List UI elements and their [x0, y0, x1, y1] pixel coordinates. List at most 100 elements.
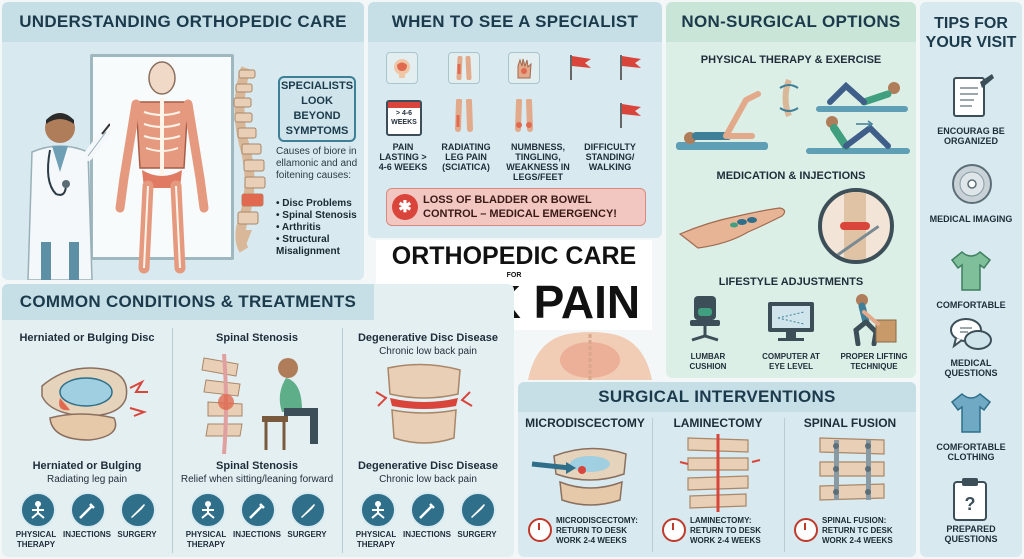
clock-icon [794, 518, 818, 542]
calendar-label: > 4-6 WEEKS [391, 110, 417, 126]
causes-list: • Disc Problems • Spinal Stenosis • Arth… [276, 198, 362, 258]
clock-icon [662, 518, 686, 542]
doctor-figure [27, 113, 110, 280]
microdiscectomy-illustration [531, 447, 627, 506]
life-item: LUMBAR CUSHION [689, 352, 727, 371]
legs-icon [448, 52, 480, 84]
life-heading: LIFESTYLE ADJUSTMENTS [718, 276, 864, 288]
shirt-icon [950, 393, 992, 433]
treatment-label: INJECTIONS [402, 530, 451, 539]
legs-icon [448, 98, 480, 134]
stenosis-spine-illustration [201, 354, 243, 454]
condition-heading: Herniated or Bulging Disc [19, 332, 155, 344]
condition-subhead: Chronic low back pain [379, 346, 477, 357]
surgery-icon [120, 492, 156, 528]
exercise-mat [676, 142, 768, 150]
leg-raise-figure [684, 91, 761, 144]
conditions-panel: COMMON CONDITIONS & TREATMENTS Herniated… [2, 284, 514, 557]
title-for: FOR [506, 272, 522, 279]
treatment-label: INJECTIONS [232, 530, 281, 539]
calendar-icon: > 4-6 WEEKS [386, 100, 422, 136]
specialist-item: PAIN LASTING > 4-6 WEEKS [378, 142, 428, 172]
svg-text:?: ? [965, 494, 976, 514]
treatment-label: PHYSICAL THERAPY [185, 530, 227, 549]
nonsurgical-panel: NON-SURGICAL OPTIONS PHYSICAL THERAPY & … [666, 2, 916, 378]
cause-item: • Arthritis [276, 222, 321, 233]
condition-desc: Relief when sitting/leaning forward [180, 474, 334, 485]
back-illustration [528, 332, 652, 380]
exercise-mat [816, 106, 908, 112]
treatment-label: SURGERY [117, 530, 157, 539]
chair-icon [690, 296, 720, 342]
exercise-mat [806, 148, 910, 154]
head-icon [386, 52, 418, 84]
spinal-fusion-illustration [819, 437, 885, 501]
physical-therapy-icon [190, 492, 226, 528]
injection-magnifier [818, 188, 894, 264]
nonsurgical-title: NON-SURGICAL OPTIONS [666, 2, 916, 42]
specialist-item: RADIATING LEG PAIN (SCIATICA) [441, 142, 491, 172]
condition-desc: Chronic low back pain [379, 474, 477, 485]
spine-mini-icon [779, 78, 799, 118]
treatment-label: SURGERY [457, 530, 497, 539]
specialist-title: WHEN TO SEE A SPECIALIST [368, 2, 662, 42]
recovery-text: SPINAL FUSION: RETURN TC DESK WORK 2-4 W… [822, 516, 893, 545]
tip-item: MEDICAL IMAGING [929, 214, 1013, 224]
column-divider [652, 418, 653, 552]
life-item: COMPUTER AT EYE LEVEL [762, 352, 820, 371]
understanding-title: UNDERSTANDING ORTHOPEDIC CARE [2, 2, 364, 42]
condition-desc: Radiating leg pain [46, 474, 128, 485]
condition-name: Spinal Stenosis [216, 460, 298, 472]
condition-heading: Spinal Stenosis [216, 332, 298, 344]
surgery-icon [290, 492, 326, 528]
treatment-label: INJECTIONS [62, 530, 111, 539]
skeleton-figure [115, 61, 209, 274]
condition-heading: Degenerative Disc Disease [357, 332, 499, 344]
procedure-name: MICRODISCECTOMY [525, 416, 645, 430]
clipboard-icon: ? [953, 478, 987, 521]
hand-pills-illustration [678, 207, 786, 249]
tip-item: MEDICAL QUESTIONS [944, 358, 998, 378]
surgical-panel: SURGICAL INTERVENTIONS MICRODISCECTOMY M… [518, 382, 916, 557]
injection-icon [410, 492, 446, 528]
hand-icon [508, 52, 540, 84]
red-flag-icon [614, 52, 646, 82]
herniated-disc-illustration [41, 367, 148, 441]
injection-icon [240, 492, 276, 528]
title-line1: ORTHOPEDIC CARE [391, 242, 637, 270]
treatment-label: SURGERY [287, 530, 327, 539]
medical-cross-icon: ✱ [392, 194, 418, 220]
red-flag-icon [564, 52, 596, 82]
crunch-figure [827, 81, 900, 106]
understanding-panel: UNDERSTANDING ORTHOPEDIC CARE [2, 2, 364, 280]
column-divider [784, 418, 785, 552]
clock-icon [528, 518, 552, 542]
tip-item: COMFORTABLE CLOTHING [936, 442, 1006, 462]
treatment-label: PHYSICAL THERAPY [355, 530, 397, 549]
pt-heading: PHYSICAL THERAPY & EXERCISE [700, 54, 882, 66]
specialist-item: DIFFICULTY STANDING/ WALKING [584, 142, 636, 172]
specialists-callout: SPECIALISTS LOOK BEYOND SYMPTOMS [278, 76, 356, 142]
legs-icon [508, 98, 540, 134]
notepad-icon [953, 74, 994, 117]
treatment-label: PHYSICAL THERAPY [15, 530, 57, 549]
laminectomy-illustration [679, 434, 761, 512]
tip-item: ENCOURAG BE ORGANIZED [937, 126, 1005, 146]
injection-icon [70, 492, 106, 528]
physical-therapy-icon [20, 492, 56, 528]
cause-item: • Disc Problems [276, 198, 352, 209]
cause-item: • Spinal Stenosis [276, 210, 357, 221]
surgery-icon [460, 492, 496, 528]
tshirt-icon [950, 251, 992, 291]
causes-intro: Causes of biore in ellamonic and and foi… [276, 146, 358, 181]
procedure-name: SPINAL FUSION [803, 416, 897, 430]
degenerative-disc-illustration [375, 363, 473, 444]
column-divider [172, 328, 173, 553]
life-item: PROPER LIFTING TECHNIQUE [840, 352, 908, 371]
procedure-name: LAMINECTOMY [673, 416, 763, 430]
condition-name: Degenerative Disc Disease [357, 460, 499, 472]
lifting-figure [853, 294, 897, 346]
chat-bubbles-icon [950, 318, 992, 350]
surgical-title: SURGICAL INTERVENTIONS [518, 382, 916, 412]
